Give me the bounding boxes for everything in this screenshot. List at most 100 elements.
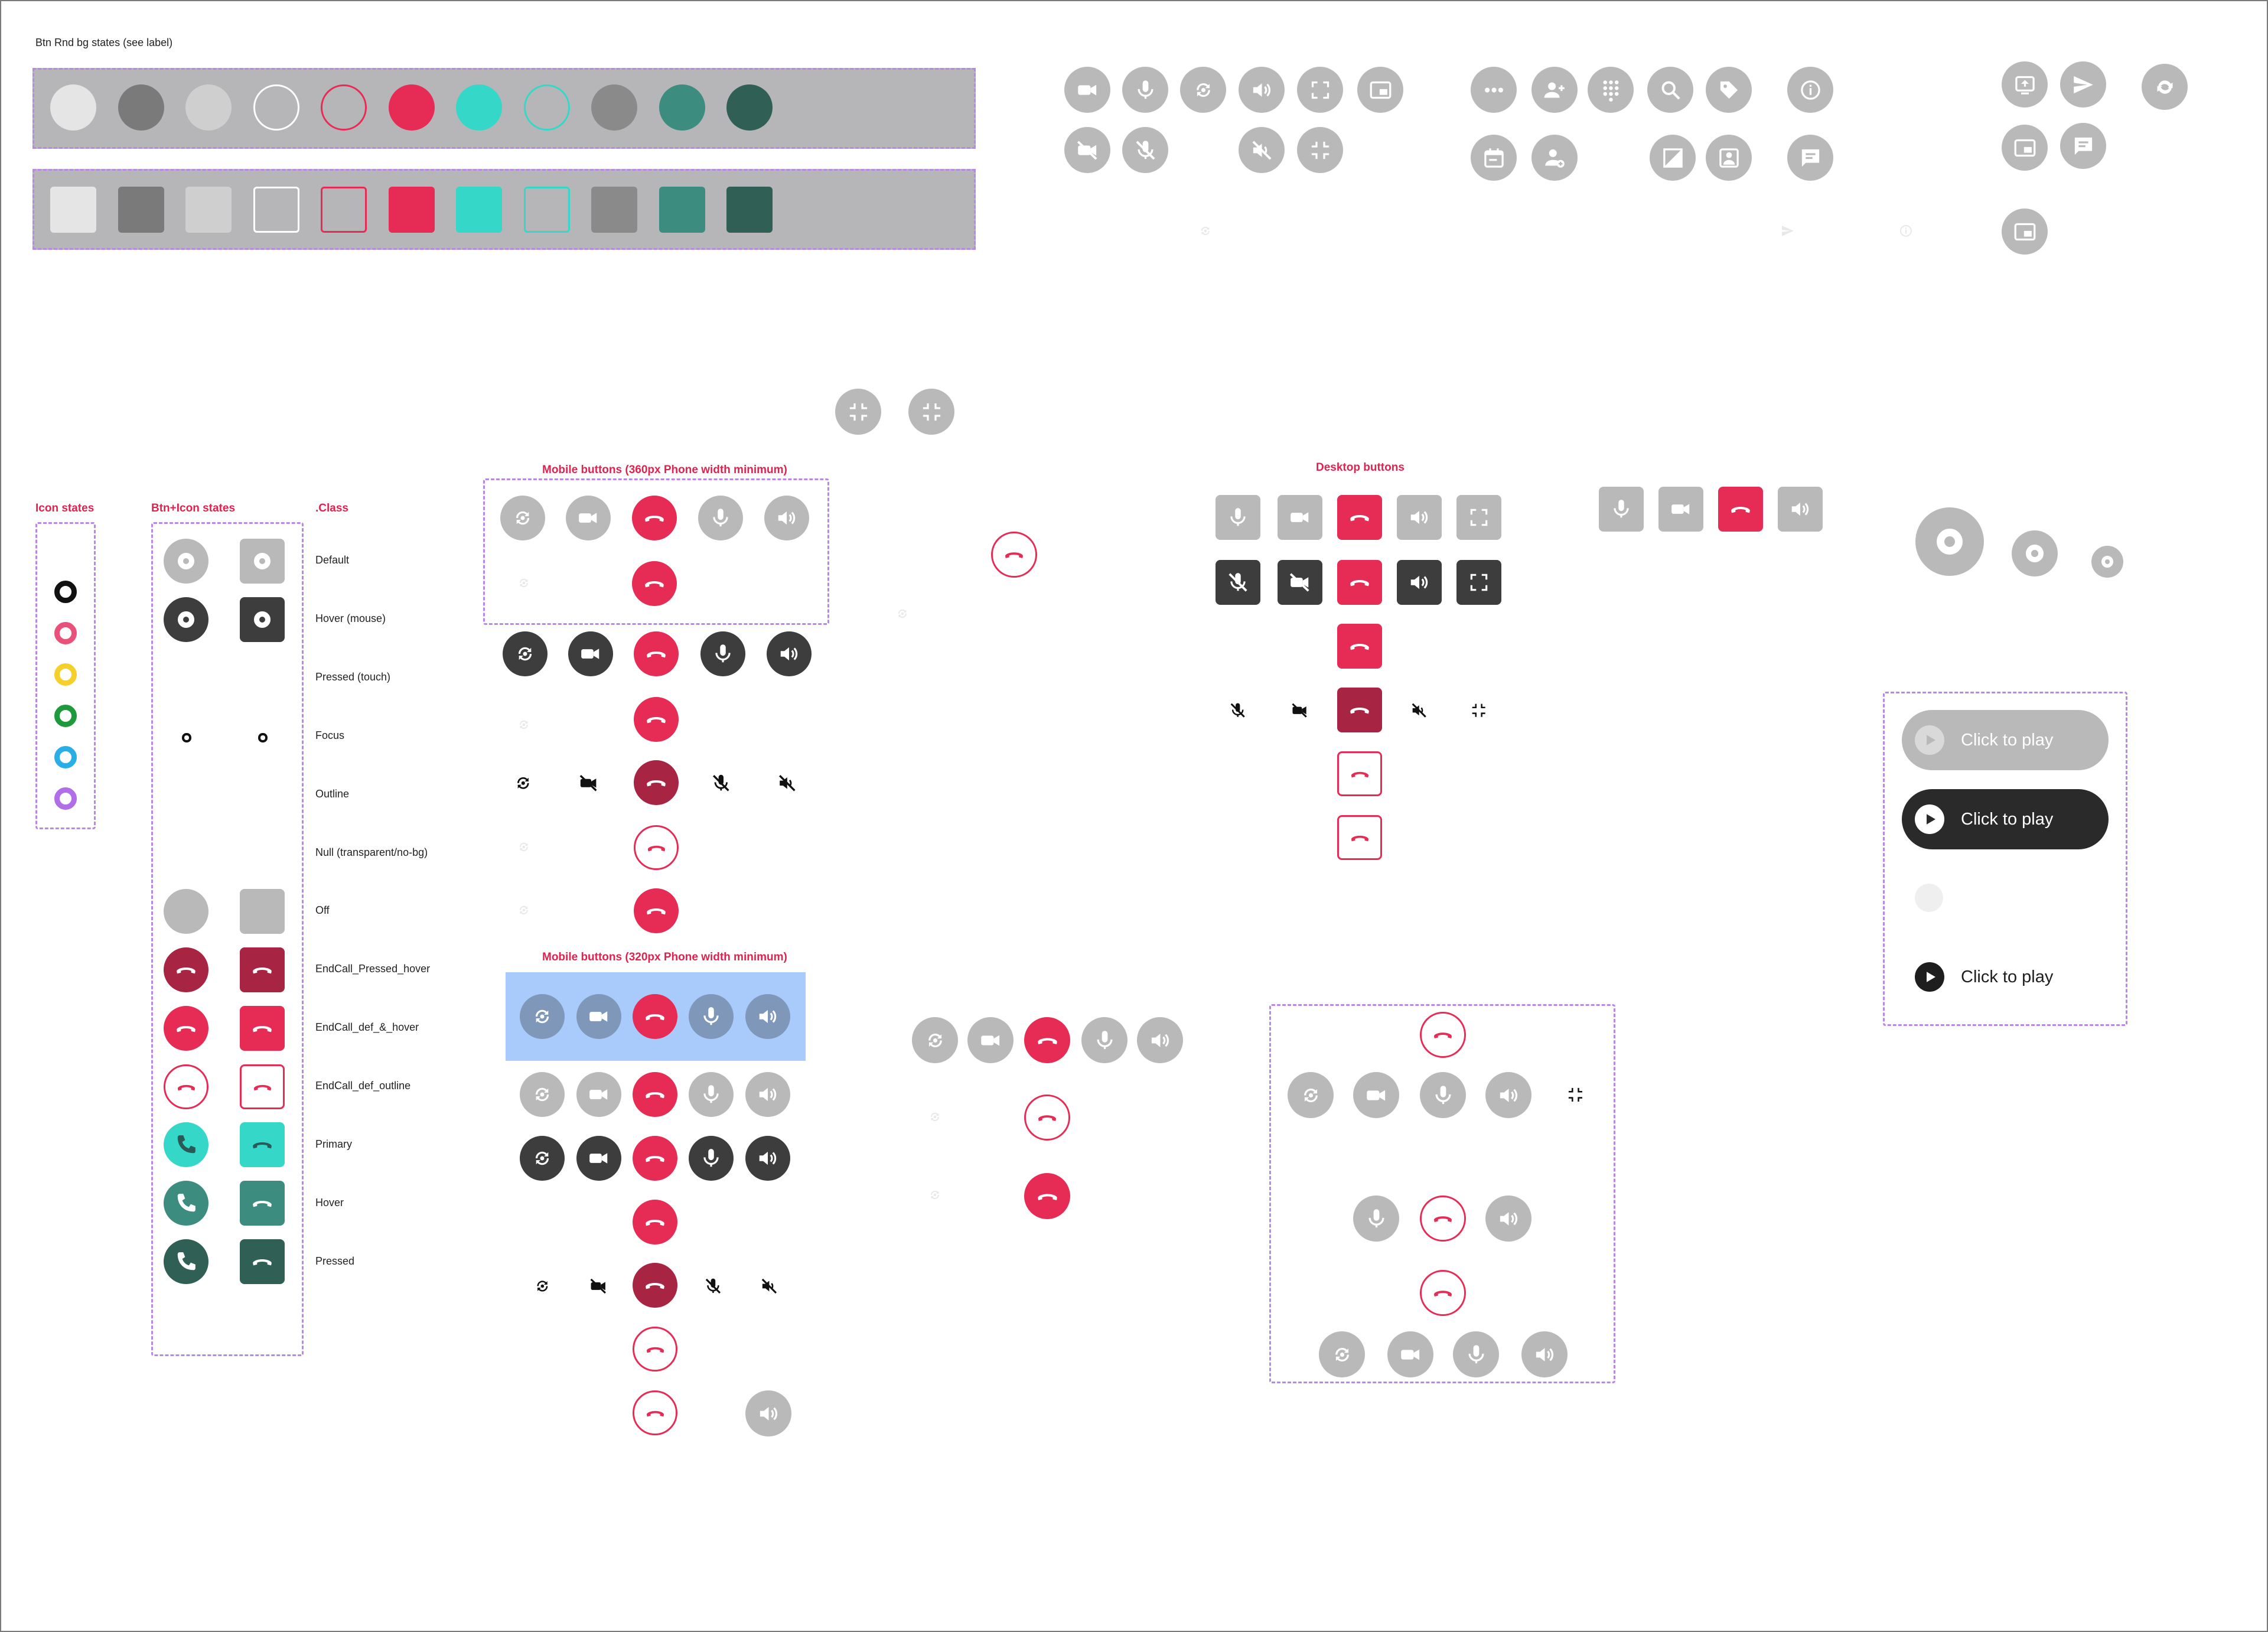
video-button[interactable]	[1387, 1331, 1433, 1377]
switch-camera-button[interactable]	[912, 1017, 958, 1063]
end-call-button[interactable]	[1718, 487, 1763, 532]
end-call-button[interactable]	[240, 1006, 285, 1051]
volume-button[interactable]	[745, 1072, 790, 1117]
end-call-button[interactable]	[1420, 1012, 1466, 1058]
end-call-button[interactable]	[633, 994, 677, 1039]
end-call-button[interactable]	[1420, 1270, 1466, 1316]
end-call-button[interactable]	[634, 888, 679, 933]
end-call-button[interactable]	[1337, 495, 1382, 540]
video-off-button[interactable]	[1064, 127, 1110, 173]
end-call-button[interactable]	[634, 760, 679, 805]
volume-button[interactable]	[745, 1390, 791, 1436]
video-button[interactable]	[576, 1072, 621, 1117]
switch-camera-button[interactable]	[500, 496, 545, 540]
end-call-button[interactable]	[634, 631, 679, 676]
state-target-button[interactable]	[2091, 546, 2123, 578]
end-call-button[interactable]	[240, 1181, 285, 1226]
end-call-button[interactable]	[1337, 624, 1382, 669]
chat-button[interactable]	[2060, 123, 2106, 169]
end-call-button[interactable]	[164, 1064, 208, 1109]
end-call-button[interactable]	[1024, 1094, 1070, 1141]
video-button[interactable]	[566, 496, 611, 540]
image-button[interactable]	[1706, 135, 1752, 181]
info-button[interactable]	[1787, 67, 1833, 113]
off-round-button[interactable]	[164, 889, 208, 934]
send-button[interactable]	[2060, 61, 2106, 108]
mic-button[interactable]	[689, 994, 734, 1039]
end-call-button[interactable]	[991, 532, 1037, 578]
phone-button[interactable]	[164, 1239, 208, 1284]
volume-button[interactable]	[1137, 1017, 1183, 1063]
mic-button[interactable]	[698, 496, 743, 540]
switch-camera-button[interactable]	[503, 631, 548, 676]
mic-button[interactable]	[1081, 1017, 1128, 1063]
fullscreen-button[interactable]	[1297, 67, 1343, 113]
mic-button[interactable]	[689, 1072, 734, 1117]
volume-button[interactable]	[1521, 1331, 1568, 1377]
video-button[interactable]	[1064, 67, 1110, 113]
volume-off-button[interactable]	[1239, 127, 1285, 173]
end-call-button[interactable]	[633, 1072, 677, 1117]
dialpad-button[interactable]	[1588, 67, 1634, 113]
volume-button[interactable]	[1397, 495, 1442, 540]
end-call-button[interactable]	[1337, 560, 1382, 605]
end-call-button[interactable]	[633, 1263, 677, 1308]
video-button[interactable]	[1658, 487, 1703, 532]
video-button[interactable]	[967, 1017, 1014, 1063]
mic-button[interactable]	[700, 631, 745, 676]
tag-button[interactable]	[1706, 67, 1752, 113]
end-call-button[interactable]	[240, 1064, 285, 1109]
fullscreen-button[interactable]	[1456, 560, 1501, 605]
phone-button[interactable]	[164, 1122, 208, 1167]
mic-off-button[interactable]	[1216, 560, 1260, 605]
end-call-button[interactable]	[1337, 688, 1382, 732]
state-target-button[interactable]	[175, 726, 198, 750]
end-call-button[interactable]	[633, 1200, 677, 1245]
end-call-button[interactable]	[240, 1239, 285, 1284]
mic-off-button[interactable]	[1122, 127, 1168, 173]
switch-camera-button[interactable]	[1180, 67, 1226, 113]
end-call-button[interactable]	[1337, 815, 1382, 860]
end-call-button[interactable]	[633, 1390, 677, 1435]
chat-button[interactable]	[1787, 135, 1833, 181]
volume-button[interactable]	[745, 994, 790, 1039]
volume-button[interactable]	[1397, 560, 1442, 605]
exit-fullscreen-button[interactable]	[908, 389, 954, 435]
switch-camera-button[interactable]	[520, 1072, 565, 1117]
mic-button[interactable]	[1420, 1072, 1466, 1118]
volume-button[interactable]	[1778, 487, 1823, 532]
switch-camera-button[interactable]	[520, 1136, 565, 1181]
state-target-button[interactable]	[164, 597, 208, 642]
play-button-null[interactable]: Click to play	[1902, 947, 2109, 1007]
mic-button[interactable]	[1599, 487, 1644, 532]
end-call-button[interactable]	[634, 697, 679, 742]
volume-button[interactable]	[1485, 1196, 1531, 1242]
state-target-button[interactable]	[240, 597, 285, 642]
end-call-button[interactable]	[633, 1136, 677, 1181]
exit-fullscreen-button[interactable]	[1297, 127, 1343, 173]
volume-button[interactable]	[1485, 1072, 1531, 1118]
volume-button[interactable]	[767, 631, 812, 676]
video-button[interactable]	[568, 631, 613, 676]
volume-button[interactable]	[745, 1136, 790, 1181]
video-off-button[interactable]	[1278, 560, 1322, 605]
add-contact-button[interactable]	[1531, 135, 1578, 181]
mic-button[interactable]	[1453, 1331, 1499, 1377]
end-call-button[interactable]	[634, 825, 679, 870]
switch-camera-button[interactable]	[1319, 1331, 1365, 1377]
state-target-button[interactable]	[240, 539, 285, 584]
end-call-button[interactable]	[164, 1006, 208, 1051]
end-call-button[interactable]	[1337, 751, 1382, 796]
mic-button[interactable]	[1216, 495, 1260, 540]
video-button[interactable]	[576, 994, 621, 1039]
video-button[interactable]	[1353, 1072, 1399, 1118]
share-screen-button[interactable]	[2002, 61, 2048, 108]
play-button-hover[interactable]: Click to play	[1902, 789, 2109, 849]
more-button[interactable]	[1471, 67, 1517, 113]
fullscreen-button[interactable]	[1456, 495, 1501, 540]
pip-button[interactable]	[1357, 67, 1403, 113]
end-call-button[interactable]	[1024, 1173, 1070, 1219]
pip-button[interactable]	[2002, 125, 2048, 171]
volume-button[interactable]	[1239, 67, 1285, 113]
state-target-button[interactable]	[251, 726, 275, 750]
